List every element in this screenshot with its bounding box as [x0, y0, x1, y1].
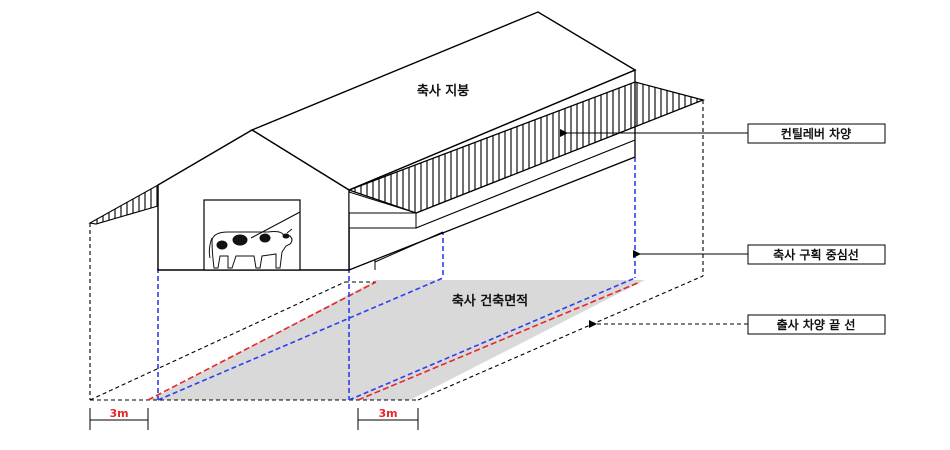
front-right-canopy	[348, 191, 417, 214]
callout-centerline: 축사 구획 중심선	[633, 244, 886, 265]
callout-cantilever: 컨틸레버 차양	[560, 123, 886, 144]
callout-eave-end-text: 출사 차양 끝 선	[777, 317, 856, 332]
building-area-label: 축사 건축면적	[452, 293, 528, 309]
dimension-left: 3m	[89, 407, 149, 430]
callout-cantilever-text: 컨틸레버 차양	[781, 126, 851, 141]
roof-label: 축사 지붕	[417, 83, 469, 99]
dimension-right-label: 3m	[378, 407, 397, 420]
overhang-red-lines	[147, 281, 641, 401]
callout-eave-end: 출사 차양 끝 선	[589, 314, 886, 335]
front-left-canopy	[88, 184, 159, 225]
eave-end-outline	[89, 100, 704, 401]
dimension-left-label: 3m	[109, 407, 128, 420]
callout-centerline-text: 축사 구획 중심선	[773, 247, 859, 262]
dimension-right: 3m	[357, 407, 419, 430]
building-area-floor	[150, 280, 645, 400]
cow-illustration	[208, 228, 293, 269]
canopy-fascia	[348, 212, 417, 229]
cantilever-canopy	[347, 81, 706, 214]
